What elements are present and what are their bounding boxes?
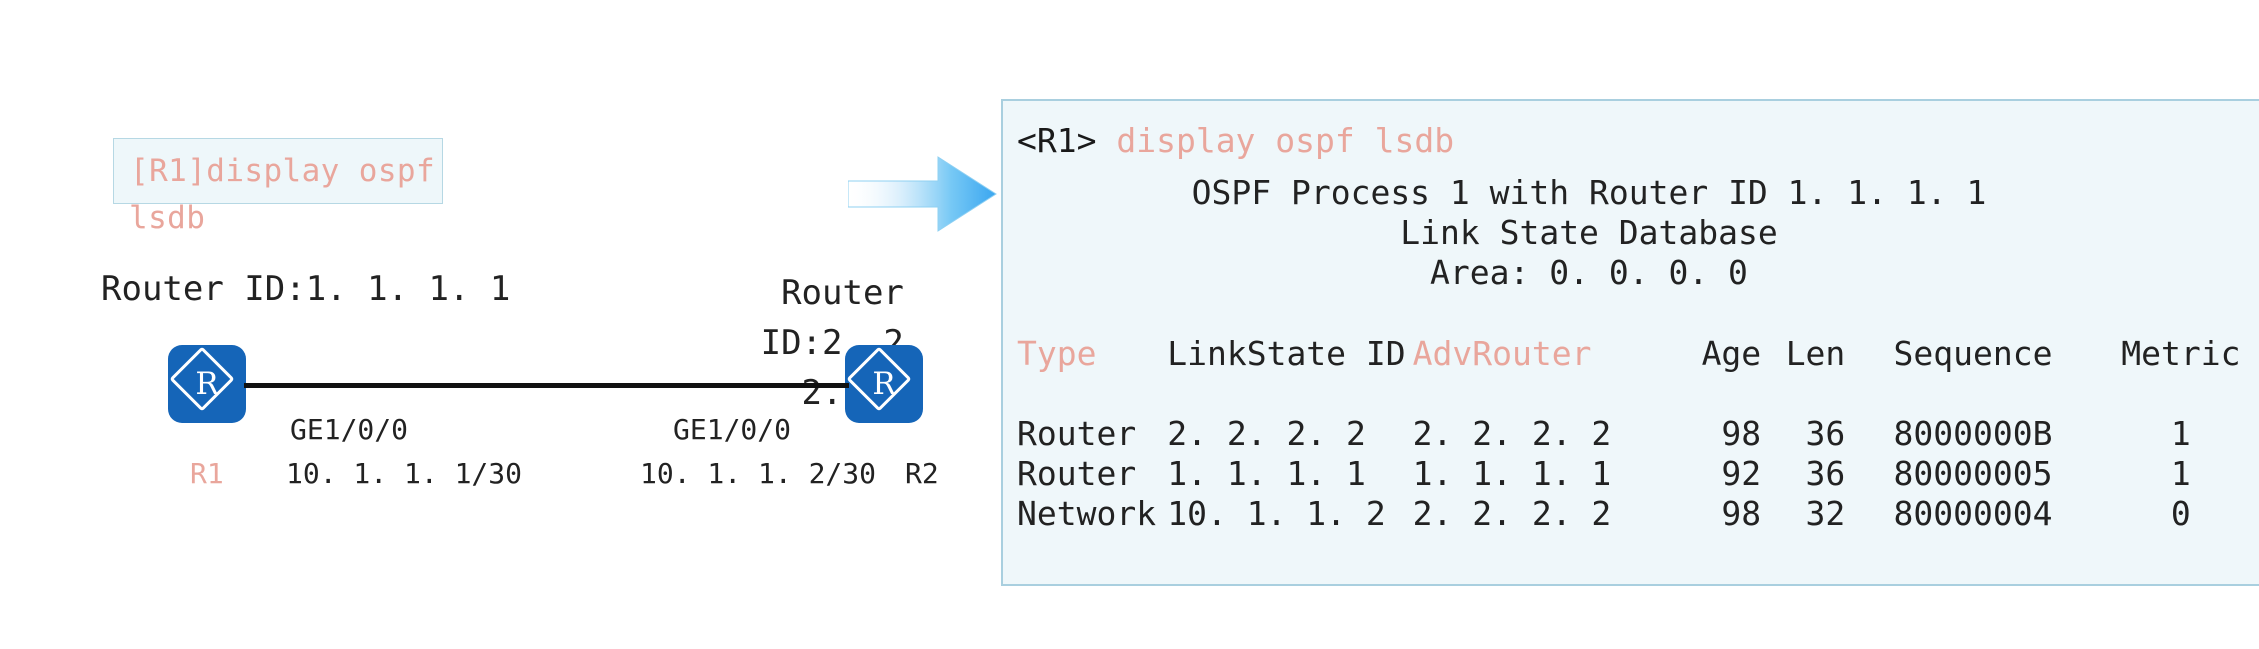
table-spacer	[1017, 374, 2259, 414]
cell-len: 36	[1805, 414, 1846, 453]
cell-age: 98	[1721, 414, 1762, 453]
right-interface-label: GE1/0/0	[673, 413, 792, 446]
router-icon-r2[interactable]: R	[845, 345, 923, 423]
right-router-name-label: R2	[905, 457, 939, 490]
terminal-output-panel: <R1> display ospf lsdb OSPF Process 1 wi…	[1001, 99, 2259, 586]
cell-type: Router	[1017, 414, 1137, 453]
column-header-len: Len	[1785, 334, 1846, 373]
column-header-age: Age	[1701, 334, 1762, 373]
lsdb-table: Type LinkState ID AdvRouter Age Len Sequ…	[1017, 334, 2259, 534]
ospf-process-header: OSPF Process 1 with Router ID 1. 1. 1. 1	[1191, 173, 1987, 212]
cell-advrouter: 1. 1. 1. 1	[1412, 454, 1612, 493]
terminal-prompt-command: display ospf lsdb	[1096, 121, 1455, 160]
lsdb-title-header: Link State Database	[1400, 213, 1778, 252]
column-header-advrouter: AdvRouter	[1412, 334, 1592, 373]
cell-len: 32	[1805, 494, 1846, 533]
cell-advrouter: 2. 2. 2. 2	[1412, 494, 1612, 533]
cell-linkstate: 2. 2. 2. 2	[1167, 414, 1366, 453]
table-row: Router 1. 1. 1. 1 1. 1. 1. 1 92 36 80000…	[1017, 454, 2259, 494]
router-glyph-label: R	[195, 365, 219, 402]
cell-sequence: 80000005	[1893, 454, 2053, 493]
column-header-metric: Metric	[2121, 334, 2241, 373]
table-row: Router 2. 2. 2. 2 2. 2. 2. 2 98 36 80000…	[1017, 414, 2259, 454]
cell-metric: 1	[2170, 414, 2191, 453]
column-header-linkstate: LinkState ID	[1167, 334, 1406, 373]
terminal-prompt-host: <R1>	[1017, 121, 1097, 160]
column-header-sequence: Sequence	[1893, 334, 2053, 373]
right-ip-label: 10. 1. 1. 2/30	[640, 457, 877, 490]
right-arrow-icon	[848, 156, 997, 232]
left-ip-label: 10. 1. 1. 1/30	[286, 457, 523, 490]
cell-advrouter: 2. 2. 2. 2	[1412, 414, 1612, 453]
cell-metric: 1	[2170, 454, 2191, 493]
command-callout-box: [R1]display ospf	[113, 138, 443, 204]
router-glyph-label: R	[872, 365, 896, 402]
cell-age: 98	[1721, 494, 1762, 533]
terminal-prompt-line: <R1> display ospf lsdb	[1017, 121, 1454, 161]
table-row: Network 10. 1. 1. 2 2. 2. 2. 2 98 32 800…	[1017, 494, 2259, 534]
network-link-line	[244, 383, 849, 388]
left-router-id-label: Router ID:1. 1. 1. 1	[101, 269, 511, 309]
cell-sequence: 8000000B	[1893, 414, 2053, 453]
cell-linkstate: 1. 1. 1. 1	[1167, 454, 1366, 493]
cell-linkstate: 10. 1. 1. 2	[1167, 494, 1386, 533]
lsdb-table-header-row: Type LinkState ID AdvRouter Age Len Sequ…	[1017, 334, 2259, 374]
cell-sequence: 80000004	[1893, 494, 2053, 533]
router-icon-r1[interactable]: R	[168, 345, 246, 423]
command-text-line2: lsdb	[129, 200, 206, 236]
left-interface-label: GE1/0/0	[290, 413, 409, 446]
column-header-type: Type	[1017, 334, 1097, 373]
left-router-name-label: R1	[190, 457, 224, 490]
cell-type: Router	[1017, 454, 1137, 493]
command-text-line1: [R1]display ospf	[130, 153, 436, 189]
cell-age: 92	[1721, 454, 1762, 493]
cell-len: 36	[1805, 454, 1846, 493]
cell-metric: 0	[2170, 494, 2191, 533]
cell-type: Network	[1017, 494, 1157, 533]
ospf-area-header: Area: 0. 0. 0. 0	[1430, 253, 1748, 292]
